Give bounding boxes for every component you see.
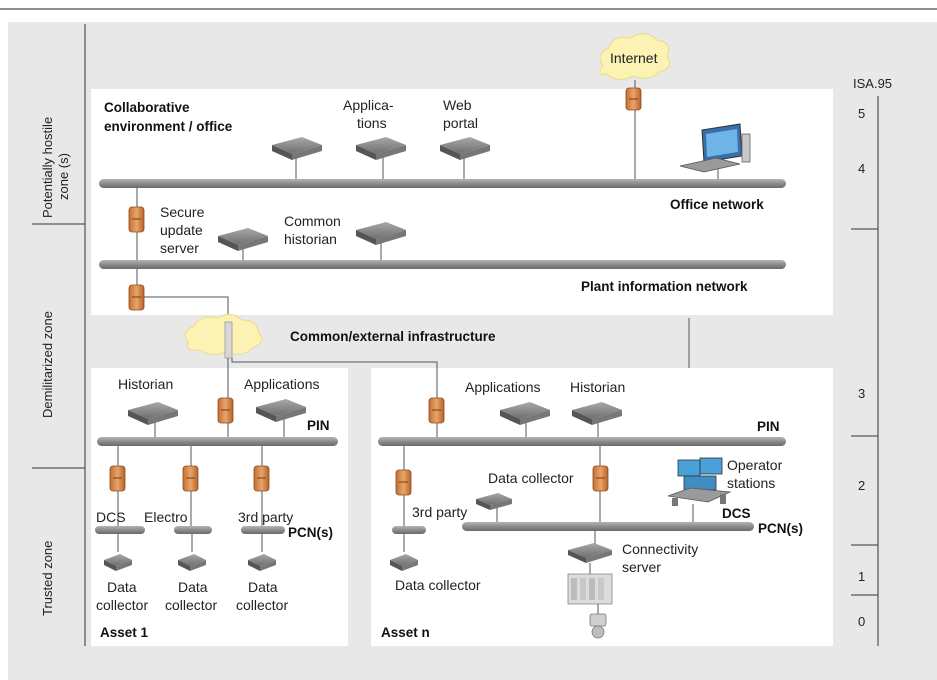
assetn-dcs-firewall-icon (592, 465, 609, 492)
plant-information-network-bus (99, 260, 786, 269)
isa95-title: ISA.95 (853, 76, 892, 91)
assetn-pin-label: PIN (757, 419, 780, 434)
asset1-pin-bus (97, 437, 338, 446)
asset1-pcn-bus-1 (95, 526, 145, 534)
asset1-historian-server-icon (128, 402, 178, 438)
asset1-pin-firewall-icon (217, 397, 234, 424)
asset1-collector-1-label-2: collector (96, 597, 148, 613)
web-portal-server-icon (440, 137, 490, 180)
controller-rack-icon (567, 573, 613, 605)
internet-label: Internet (610, 50, 658, 66)
applications-label-1: Applica- (343, 97, 394, 113)
asset1-pcn-label: PCN(s) (288, 525, 333, 540)
asset1-electro-firewall-icon (182, 465, 199, 492)
connectivity-server-label-2: server (622, 559, 661, 575)
dmz-firewall-icon (128, 284, 145, 311)
web-portal-label-1: Web (443, 97, 472, 113)
plant-network-label: Plant information network (581, 279, 748, 294)
asset1-collector-2-label-2: collector (165, 597, 217, 613)
asset1-collector-1-icon (104, 554, 132, 571)
web-portal-label-2: portal (443, 115, 478, 131)
isa95-level-1: 1 (858, 569, 865, 584)
operator-stations-icon (667, 457, 732, 522)
isa95-level-5: 5 (858, 106, 865, 121)
secure-update-label-3: server (160, 240, 199, 256)
secure-update-label-1: Secure (160, 204, 205, 220)
asset1-thirdparty-label: 3rd party (238, 509, 293, 525)
connectivity-server-label-1: Connectivity (622, 541, 698, 557)
asset1-pin-label: PIN (307, 418, 330, 433)
office-network-label: Office network (670, 197, 764, 212)
zone-label-hostile-1: Potentially hostile (40, 117, 55, 218)
isa95-level-0: 0 (858, 614, 865, 629)
connectivity-server-icon (568, 543, 612, 563)
isa95-level-3: 3 (858, 386, 865, 401)
assetn-data-collector-label: Data collector (488, 470, 574, 486)
assetn-bottom-collector-label: Data collector (395, 577, 481, 593)
asset1-dcs-label: DCS (96, 509, 126, 525)
asset1-collector-3-label-2: collector (236, 597, 288, 613)
assetn-applications-server-icon (500, 402, 550, 438)
assetn-applications-label: Applications (465, 379, 541, 395)
assetn-pcn-bus-small (392, 526, 426, 534)
assetn-thirdparty-label: 3rd party (412, 504, 467, 520)
infrastructure-cloud (184, 314, 263, 359)
assetn-historian-server-icon (572, 402, 622, 438)
asset1-historian-label: Historian (118, 376, 173, 392)
office-network-bus (99, 179, 786, 188)
assetn-historian-label: Historian (570, 379, 625, 395)
infrastructure-label: Common/external infrastructure (290, 329, 496, 344)
operator-stations-label-1: Operator (727, 457, 783, 473)
asset1-collector-2-icon (178, 554, 206, 571)
asset1-applications-label: Applications (244, 376, 320, 392)
internet-cloud (599, 33, 671, 80)
assetn-pcn-label: PCN(s) (758, 521, 803, 536)
office-plant-zone-box (91, 89, 833, 315)
common-historian-server-icon (356, 222, 406, 262)
secure-update-label-2: update (160, 222, 203, 238)
assetn-title: Asset n (381, 625, 430, 640)
assetn-pin-firewall-icon (428, 397, 445, 424)
zone-label-trusted: Trusted zone (40, 541, 55, 616)
internet-firewall-icon (625, 87, 642, 111)
office-title-1: Collaborative (104, 100, 190, 115)
asset1-electro-label: Electro (144, 509, 188, 525)
secure-update-server-icon (218, 228, 268, 262)
asset1-pcn-bus-3 (241, 526, 285, 534)
operator-stations-label-2: stations (727, 475, 775, 491)
common-historian-label-2: historian (284, 231, 337, 247)
assetn-bottom-collector-icon (390, 554, 418, 571)
asset1-dcs-firewall-icon (109, 465, 126, 492)
isa95-level-4: 4 (858, 161, 865, 176)
office-server-icon (272, 137, 322, 180)
dmz-to-infra-link (144, 296, 229, 322)
asset1-thirdparty-firewall-icon (253, 465, 270, 492)
zone-label-dmz: Demilitarized zone (40, 311, 55, 418)
field-device-icon (589, 604, 607, 639)
asset1-collector-1-label-1: Data (107, 579, 137, 595)
assetn-dcs-label: DCS (722, 506, 751, 521)
workstation-icon (679, 123, 751, 180)
office-title-2: environment / office (104, 119, 233, 134)
assetn-pin-bus (378, 437, 786, 446)
asset1-collector-2-label-1: Data (178, 579, 208, 595)
isa95-level-2: 2 (858, 478, 865, 493)
asset1-applications-server-icon (256, 399, 306, 438)
applications-label-2: tions (357, 115, 387, 131)
asset1-title: Asset 1 (100, 625, 149, 640)
common-historian-label-1: Common (284, 213, 341, 229)
asset1-collector-3-icon (248, 554, 276, 571)
asset1-pcn-bus-2 (174, 526, 212, 534)
applications-server-icon (356, 137, 406, 180)
assetn-thirdparty-firewall-icon (395, 469, 412, 496)
asset1-collector-3-label-1: Data (248, 579, 278, 595)
assetn-pcn-bus (462, 522, 754, 531)
secure-firewall-icon (128, 206, 145, 233)
zone-label-hostile-2: zone (s) (56, 153, 71, 200)
